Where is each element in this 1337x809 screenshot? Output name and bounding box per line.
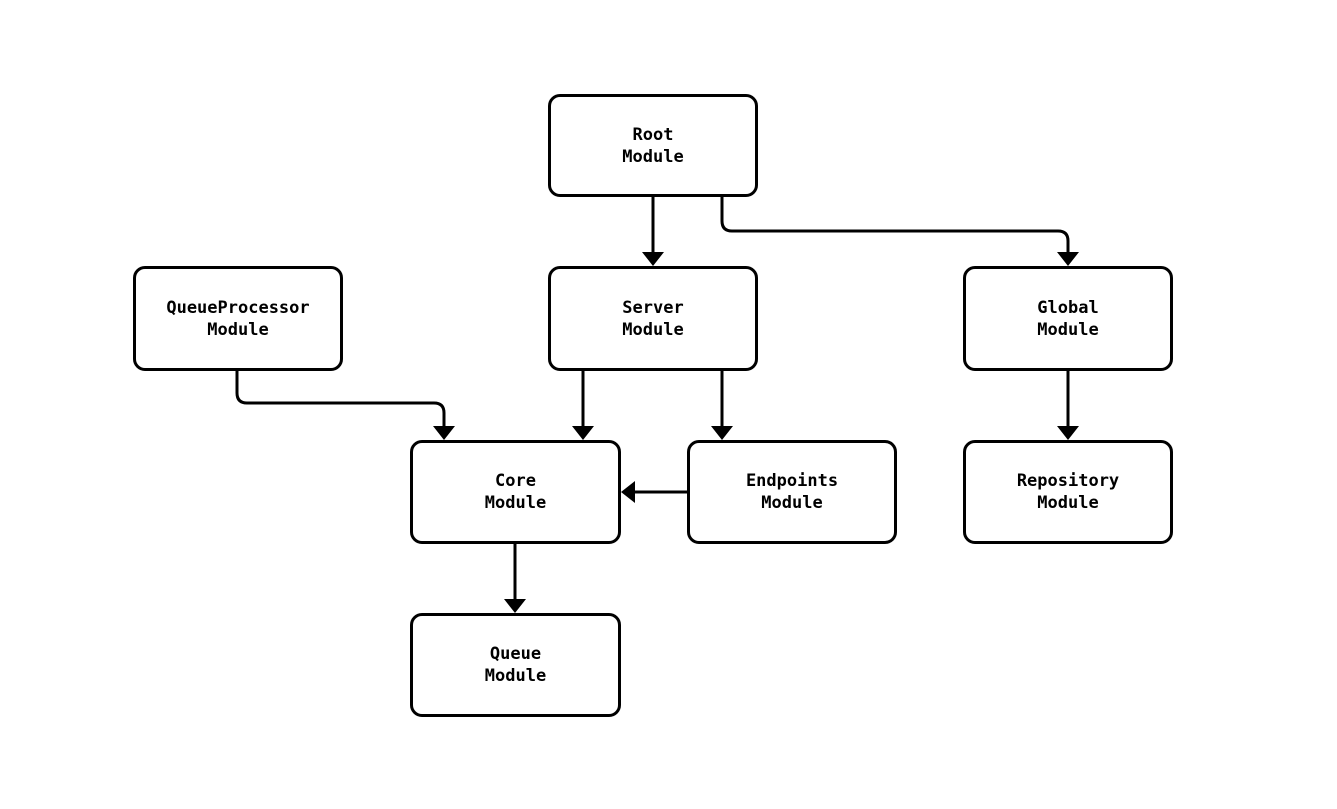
arrowhead-icon: [711, 426, 733, 440]
node-label-line1: QueueProcessor: [166, 297, 310, 318]
node-label-line2: Module: [207, 319, 269, 340]
arrowhead-icon: [1057, 252, 1079, 266]
node-label-line1: Queue: [489, 644, 542, 664]
edge-line: [720, 197, 1070, 256]
edge-core-to-queue: [504, 544, 526, 613]
node-label-line2: Module: [1037, 319, 1099, 340]
node-label-line1: Server: [622, 297, 684, 318]
node-label-line1: Repository: [1016, 471, 1120, 491]
node-label-line1: Endpoints: [745, 471, 839, 491]
node-label-line2: Module: [761, 493, 823, 513]
edge-server-to-core: [572, 371, 594, 440]
edge-server-to-endpoints: [711, 371, 733, 440]
edge-endpoints-to-core: [621, 481, 687, 503]
arrowhead-icon: [621, 481, 635, 503]
edge-root-to-server: [642, 197, 664, 266]
edge-root-to-global: [720, 197, 1079, 266]
node-label-line1: Core: [495, 471, 536, 491]
edge-queueprocessor-to-core: [235, 371, 455, 440]
node-label-line2: Module: [622, 319, 684, 340]
arrowhead-icon: [572, 426, 594, 440]
node-label-line2: Module: [622, 146, 684, 167]
arrowhead-icon: [504, 599, 526, 613]
arrowhead-icon: [1057, 426, 1079, 440]
arrowhead-icon: [642, 252, 664, 266]
node-label-line1: Root: [632, 124, 674, 145]
node-label-line1: Global: [1037, 297, 1099, 318]
node-label-line2: Module: [484, 666, 547, 686]
arrowhead-icon: [433, 426, 455, 440]
edge-global-to-repository: [1057, 371, 1079, 440]
edge-line: [235, 371, 446, 430]
node-label-line2: Module: [1037, 493, 1099, 513]
node-label-line2: Module: [484, 493, 547, 513]
